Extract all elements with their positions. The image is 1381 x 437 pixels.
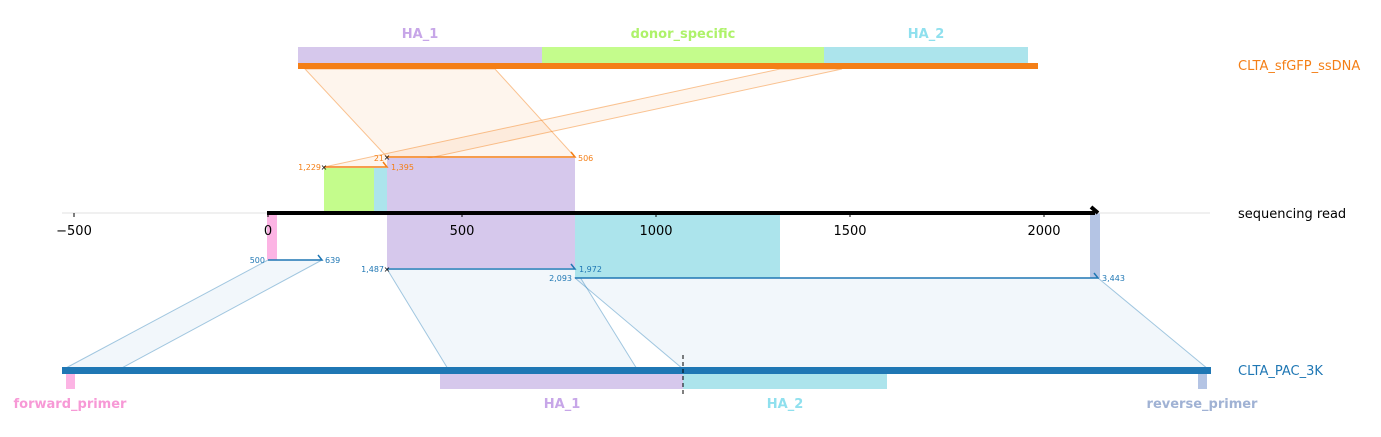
pac-feature-label-ha2: HA_2 xyxy=(767,397,804,412)
read-block-ha2 xyxy=(575,213,780,278)
ssdna-track: HA_1 donor_specific HA_2 CLTA_sfGFP_ssDN… xyxy=(298,27,1360,74)
read-block-ha2-small xyxy=(374,168,387,213)
ssdna-feature-ha1 xyxy=(298,47,542,63)
marker-ssdna-upper-start: × xyxy=(384,153,391,162)
read-arrowhead xyxy=(1089,205,1100,215)
connection-pac-1 xyxy=(63,259,323,370)
ssdna-connections xyxy=(303,68,843,168)
alignment-pac-3-start: 2,093 xyxy=(549,274,572,283)
alignment-pac-3-end: 3,443 xyxy=(1102,274,1125,283)
alignment-pac-1-end: 639 xyxy=(325,256,340,265)
alignment-pac-2-start: 1,487 xyxy=(361,265,384,274)
axis-tick-label: 0 xyxy=(264,224,272,239)
read-axis-ticks: −500 0 500 1000 1500 2000 xyxy=(56,213,1061,239)
axis-tick-label: 2000 xyxy=(1027,224,1060,239)
pac-feature-label-ha1: HA_1 xyxy=(544,397,581,412)
alignment-pac-3-line xyxy=(575,272,1100,279)
pac-reference-bar xyxy=(62,367,1211,374)
ssdna-reference-bar xyxy=(298,63,1038,69)
axis-tick-label: −500 xyxy=(56,224,92,239)
axis-tick-label: 500 xyxy=(450,224,475,239)
read-block-reverse-primer xyxy=(1090,213,1100,278)
ssdna-feature-label-ha2: HA_2 xyxy=(908,27,945,42)
alignment-ssdna-lower-line xyxy=(324,161,389,168)
ssdna-feature-donor-specific xyxy=(542,47,824,63)
alignment-pac-1-start: 500 xyxy=(250,256,265,265)
marker-pac-2-start: × xyxy=(384,265,391,274)
alignment-ssdna-upper-end: 506 xyxy=(578,154,593,163)
read-block-forward-primer xyxy=(267,213,277,260)
alignment-pac-2-end: 1,972 xyxy=(579,265,602,274)
pac-track: forward_primer HA_1 HA_2 reverse_primer … xyxy=(14,355,1323,412)
pac-feature-ha1 xyxy=(440,374,683,389)
ssdna-feature-ha2 xyxy=(824,47,1028,63)
ssdna-feature-label-ha1: HA_1 xyxy=(402,27,439,42)
read-track-name: sequencing read xyxy=(1238,207,1346,222)
axis-tick-label: 1000 xyxy=(639,224,672,239)
pac-track-name: CLTA_PAC_3K xyxy=(1238,364,1323,379)
alignment-pac-1-line xyxy=(268,254,324,261)
alignment-ssdna-upper-start: 21 xyxy=(374,154,384,163)
ssdna-track-name: CLTA_sfGFP_ssDNA xyxy=(1238,59,1360,74)
alignment-ssdna-upper-line xyxy=(387,151,577,158)
ssdna-feature-label-donor: donor_specific xyxy=(631,27,736,42)
pac-feature-label-forward-primer: forward_primer xyxy=(14,397,128,412)
connection-pac-3 xyxy=(573,277,1210,370)
alignment-ssdna-lower-start: 1,229 xyxy=(298,163,321,172)
pac-feature-ha2 xyxy=(683,374,887,389)
marker-ssdna-lower-start: × xyxy=(321,163,328,172)
alignment-ssdna-lower-end: 1,395 xyxy=(391,163,414,172)
alignment-pac-2-line xyxy=(387,263,577,270)
pac-feature-reverse-primer xyxy=(1198,374,1207,389)
pac-feature-forward-primer xyxy=(66,374,75,389)
pac-feature-label-reverse-primer: reverse_primer xyxy=(1147,397,1259,412)
read-block-donor xyxy=(324,168,374,213)
axis-tick-label: 1500 xyxy=(833,224,866,239)
